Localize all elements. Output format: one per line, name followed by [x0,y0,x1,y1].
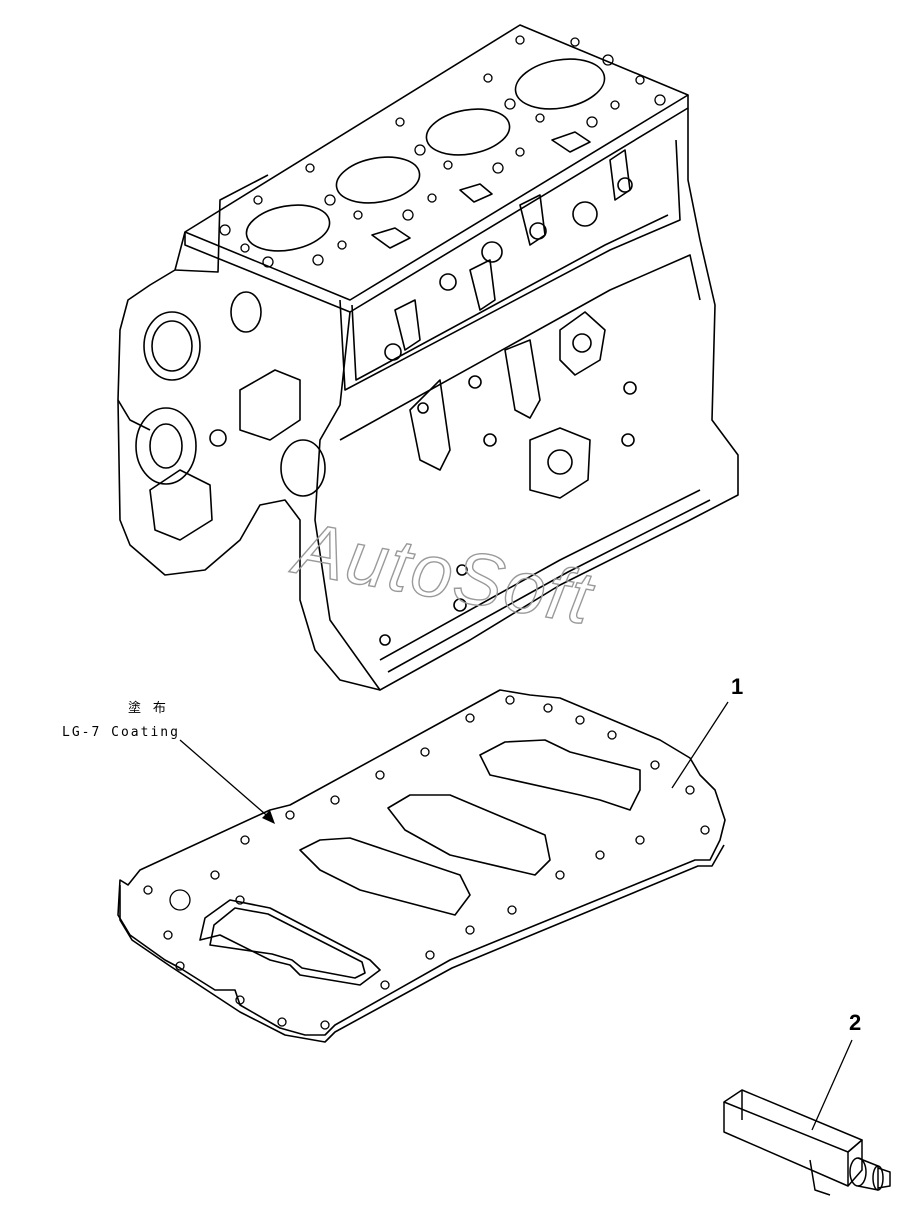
oil-pan-gasket [117,689,726,1043]
callout-1: 1 [731,674,743,699]
callout-1-leader [671,701,729,789]
coating-note-line2: LG-7 Coating [62,725,180,740]
callout-2-leader [811,1039,853,1131]
watermark: AutoSoft [286,506,601,641]
callout-2: 2 [849,1010,861,1035]
coating-note-line1: 塗 布 [128,700,168,716]
part-2-plug [723,1089,891,1196]
coating-leader [179,739,275,824]
engine-block [117,24,739,691]
